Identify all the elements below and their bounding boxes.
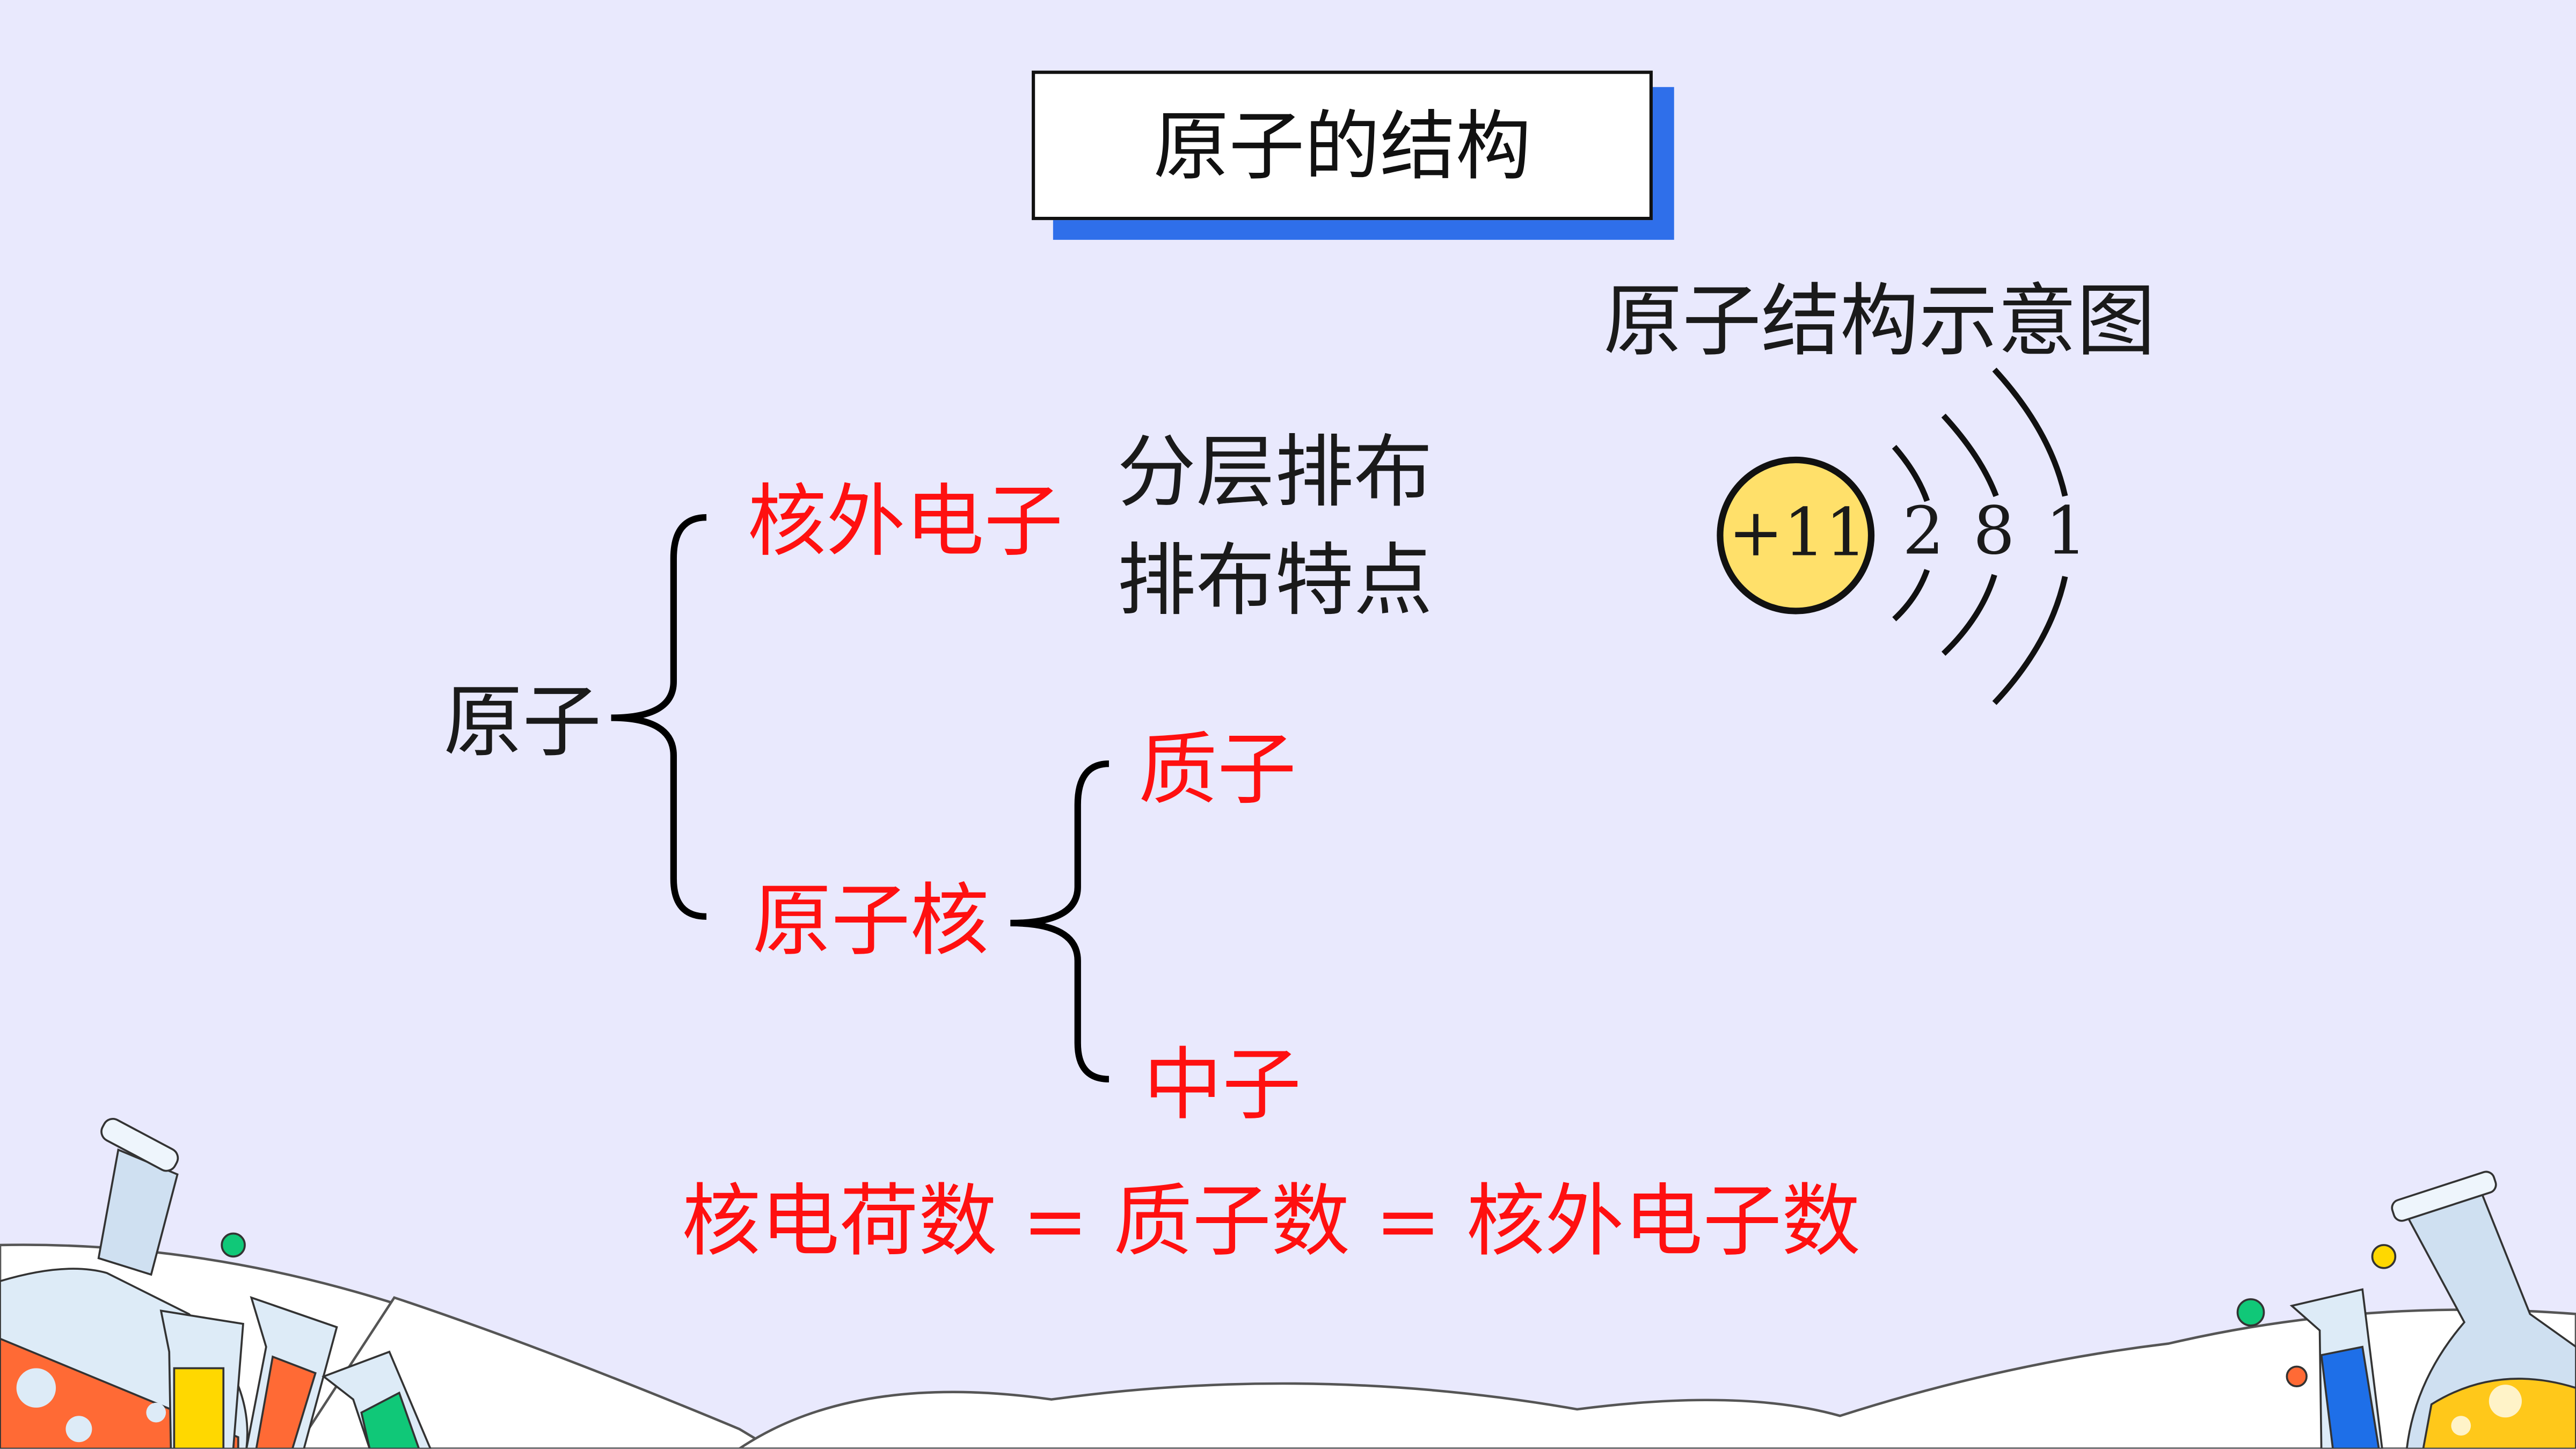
flask-left-icon (0, 1118, 432, 1449)
electron-note-1: 分层排布 (1117, 427, 1433, 519)
flask-right-icon (2236, 1170, 2576, 1449)
nucleus-circle (1717, 456, 1875, 614)
tree-root: 原子 (443, 676, 602, 769)
electron-shells (1892, 368, 2068, 705)
page-title: 原子的结构 (1153, 101, 1531, 190)
tree-proton: 质子 (1138, 724, 1296, 817)
diagram-caption: 原子结构示意图 (1603, 276, 2156, 368)
brace-nucleus (1010, 760, 1110, 1082)
brace-atom (611, 514, 707, 920)
equation: 核电荷数 = 质子数 = 核外电子数 (682, 1176, 1861, 1268)
nucleus-label: +11 (1728, 496, 1867, 572)
tree-electrons: 核外电子 (747, 476, 1063, 568)
shell-3-count: 1 (2045, 494, 2088, 570)
shell-2-count: 8 (1973, 494, 2015, 570)
tree-neutron: 中子 (1143, 1040, 1302, 1132)
shell-1-count: 2 (1902, 494, 1945, 570)
electron-note-2: 排布特点 (1117, 535, 1433, 628)
title-box: 原子的结构 (1032, 70, 1653, 221)
tree-nucleus: 原子核 (752, 875, 989, 968)
